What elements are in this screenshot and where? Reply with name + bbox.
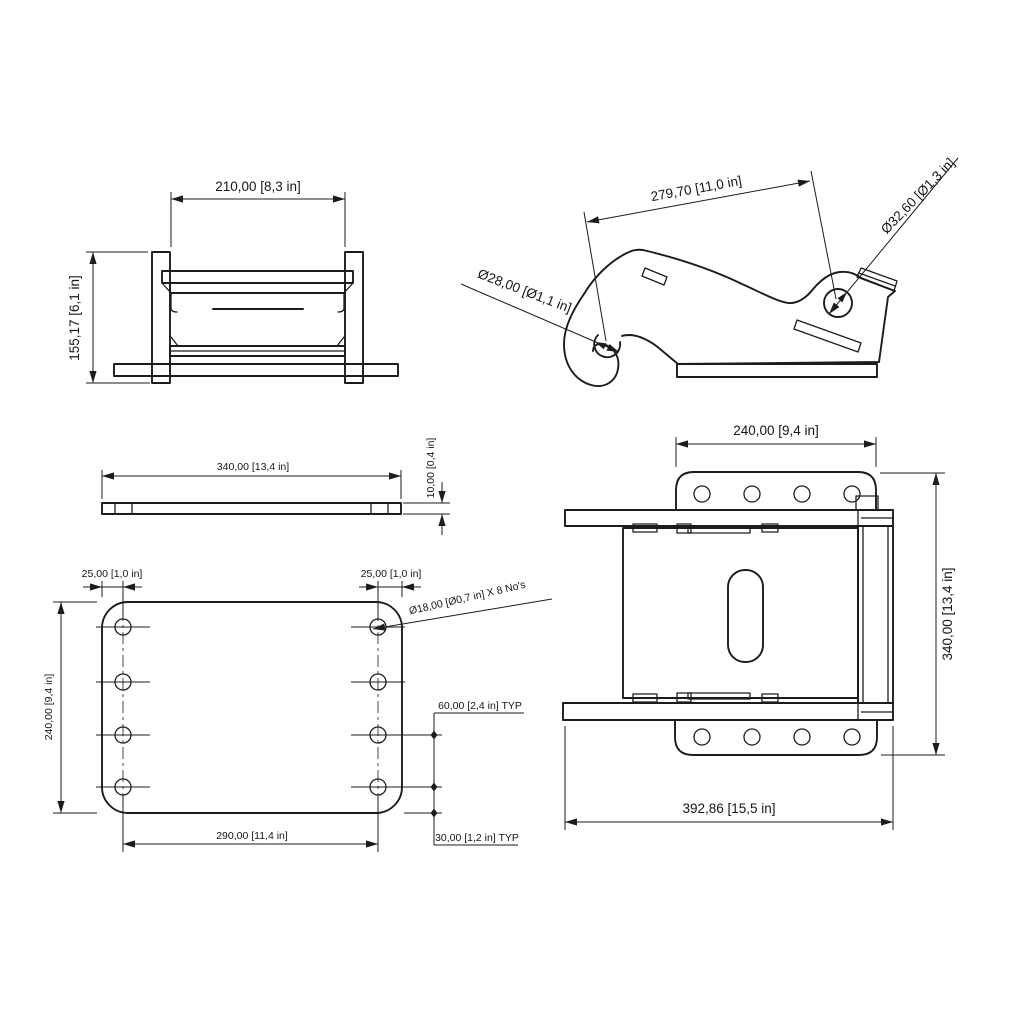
assembly-top-view: 240,00 [9,4 in] 340,00 [13,4 in] 392,86 … bbox=[562, 423, 955, 830]
chain-tick bbox=[430, 808, 438, 818]
dim-label-hook-length: 279,70 [11,0 in] bbox=[650, 173, 743, 204]
leader-pin-hole bbox=[828, 157, 959, 315]
bar-end-tab bbox=[855, 495, 879, 511]
plate-edge-outline bbox=[101, 502, 402, 515]
hook-bar bbox=[857, 525, 894, 704]
bottom-plate bbox=[562, 702, 894, 721]
dim-label-edge-offset: 30,00 [1,2 in] TYP bbox=[435, 832, 519, 844]
bolt-hole bbox=[114, 778, 132, 796]
dim-label-pin-hole: Ø32,60 [Ø1,3 in] bbox=[878, 155, 958, 237]
top-band bbox=[169, 282, 346, 294]
top-slot bbox=[641, 267, 668, 286]
bottom-flange bbox=[674, 719, 878, 756]
flange-hole bbox=[793, 728, 811, 746]
extension-line bbox=[810, 170, 837, 300]
dimension-line-length bbox=[586, 179, 811, 224]
dim-label-plan-height: 240,00 [9,4 in] bbox=[43, 674, 55, 741]
flange-cap bbox=[856, 267, 898, 292]
center-slot bbox=[727, 569, 764, 663]
weld-fillet-right bbox=[337, 292, 345, 313]
dim-label-margin-left: 25,00 [1,0 in] bbox=[82, 568, 143, 580]
base-plate bbox=[113, 363, 399, 377]
flange-hole bbox=[793, 485, 811, 503]
fillet-left-lower bbox=[170, 336, 179, 347]
dim-label-assembly-depth: 340,00 [13,4 in] bbox=[940, 567, 955, 660]
body-tab bbox=[687, 692, 751, 700]
fillet-right-lower bbox=[336, 336, 345, 347]
flange-hole bbox=[843, 728, 861, 746]
front-view: 210,00 [8,3 in] 155,17 [6,1 in] bbox=[67, 179, 399, 384]
hook-side-view: 279,70 [11,0 in] Ø28,00 [Ø1,1 in] Ø32,60… bbox=[460, 155, 959, 387]
pin-hole bbox=[823, 288, 853, 318]
bolt-hole bbox=[369, 673, 387, 691]
dim-label-front-height: 155,17 [6,1 in] bbox=[67, 275, 82, 361]
flange-hole bbox=[743, 728, 761, 746]
arrowhead bbox=[837, 292, 847, 303]
weld-fillet-left bbox=[170, 292, 178, 313]
dim-label-hole-pitch: 60,00 [2,4 in] TYP bbox=[438, 700, 522, 712]
flange-cap-line bbox=[858, 272, 896, 287]
dim-label-front-width: 210,00 [8,3 in] bbox=[215, 179, 301, 194]
plate-edge-view: 340,00 [13,4 in] 10,00 [0,4 in] bbox=[101, 438, 450, 535]
dim-label-flange-width: 240,00 [9,4 in] bbox=[733, 423, 819, 438]
bolt-hole bbox=[369, 726, 387, 744]
flange-hole bbox=[743, 485, 761, 503]
dim-label-margin-right: 25,00 [1,0 in] bbox=[361, 568, 422, 580]
main-body bbox=[622, 527, 859, 699]
chain-tick bbox=[430, 730, 438, 740]
chain-tick bbox=[430, 782, 438, 792]
top-plate bbox=[564, 509, 894, 527]
dim-label-hole-span: 290,00 [11,4 in] bbox=[216, 830, 288, 842]
flange-hole bbox=[693, 728, 711, 746]
top-flange bbox=[675, 471, 877, 511]
extension-line bbox=[583, 211, 607, 342]
body-tab bbox=[632, 523, 658, 533]
bolt-hole bbox=[114, 726, 132, 744]
body-tab bbox=[632, 693, 658, 703]
left-post bbox=[151, 251, 171, 384]
band-end-right bbox=[343, 282, 354, 294]
dim-label-hole-note: Ø18,00 [Ø0,7 in] X 8 No's bbox=[408, 579, 527, 618]
hook-mouth-arc bbox=[593, 334, 622, 359]
body-tab bbox=[761, 523, 779, 533]
plate-outline bbox=[101, 601, 403, 814]
arrowhead bbox=[595, 342, 607, 350]
body-tab bbox=[761, 693, 779, 703]
body-tab bbox=[687, 526, 751, 534]
flange-hole bbox=[843, 485, 861, 503]
bolt-hole bbox=[114, 673, 132, 691]
hook-body-outline bbox=[583, 248, 896, 365]
body-tab bbox=[676, 692, 692, 703]
mid-slot-bar bbox=[793, 319, 862, 353]
right-post bbox=[344, 251, 364, 384]
dim-label-overall-width: 392,86 [15,5 in] bbox=[682, 801, 775, 816]
bolt-hole bbox=[369, 778, 387, 796]
dim-label-plate-length: 340,00 [13,4 in] bbox=[217, 461, 289, 473]
leader-hole-note bbox=[372, 598, 553, 631]
top-bar bbox=[161, 270, 354, 284]
dim-label-plate-thickness: 10,00 [0,4 in] bbox=[425, 438, 437, 499]
plate-plan-view: 25,00 [1,0 in] 25,00 [1,0 in] Ø18,00 [Ø0… bbox=[43, 568, 553, 852]
flange-hole bbox=[693, 485, 711, 503]
hook-base-strip bbox=[676, 363, 878, 378]
dim-label-hook-bore: Ø28,00 [Ø1,1 in] bbox=[476, 266, 574, 316]
leader-hook-bore bbox=[460, 283, 620, 353]
body-tab bbox=[676, 523, 692, 534]
band-end-left bbox=[161, 282, 172, 294]
